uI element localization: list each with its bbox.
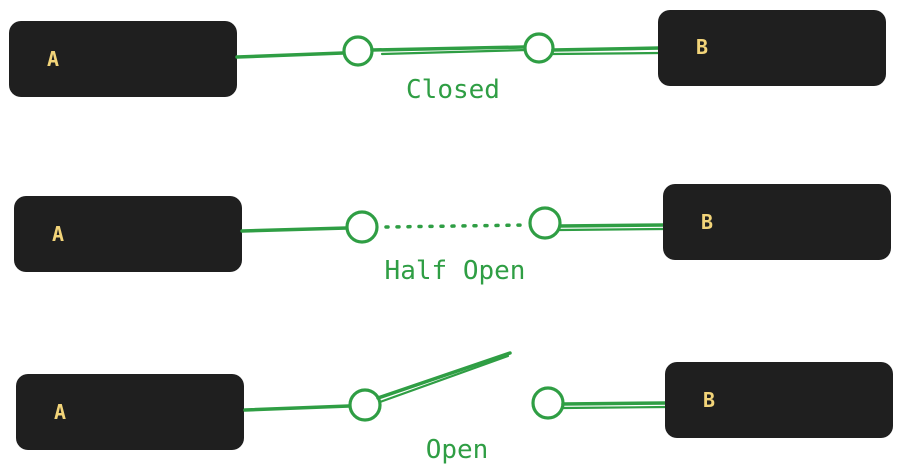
node-b-box: [663, 184, 891, 260]
node-a-box: [14, 196, 242, 272]
node-a-label: A: [52, 222, 64, 246]
row-half-open: A B Half Open: [14, 184, 891, 286]
wire-closed-contact-sketch: [380, 48, 528, 56]
wire-right-sketch: [551, 51, 662, 56]
terminal-right: [531, 386, 565, 420]
node-b-box: [665, 362, 893, 438]
row-open: A B Open: [16, 351, 893, 465]
node-a-label: A: [47, 47, 59, 71]
terminal-left: [345, 210, 379, 244]
terminal-left: [348, 388, 382, 422]
wire-right: [551, 46, 662, 52]
terminal-left: [342, 35, 374, 67]
wire-half-open-dotted: [384, 223, 530, 229]
wire-left: [235, 51, 345, 59]
state-label-half-open: Half Open: [385, 256, 526, 286]
node-a-label: A: [54, 400, 66, 424]
wire-left: [243, 404, 351, 412]
state-label-closed: Closed: [406, 75, 500, 105]
node-b-label: B: [696, 35, 708, 59]
node-b-label: B: [703, 388, 715, 412]
node-b-label: B: [701, 210, 713, 234]
terminal-right: [523, 32, 555, 64]
wire-left: [240, 226, 349, 233]
wire-right: [561, 401, 669, 406]
wire-closed-contact: [370, 45, 526, 52]
terminal-right: [528, 206, 562, 240]
row-closed: A B Closed: [9, 10, 886, 105]
state-label-open: Open: [426, 435, 489, 465]
switch-arm-open: [376, 351, 512, 400]
wire-right-sketch: [558, 227, 667, 232]
node-b-box: [658, 10, 886, 86]
wire-right-sketch: [561, 405, 669, 410]
node-a-box: [9, 21, 237, 97]
node-a-box: [16, 374, 244, 450]
wire-right: [558, 223, 667, 228]
switch-arm-open-sketch: [378, 354, 510, 404]
